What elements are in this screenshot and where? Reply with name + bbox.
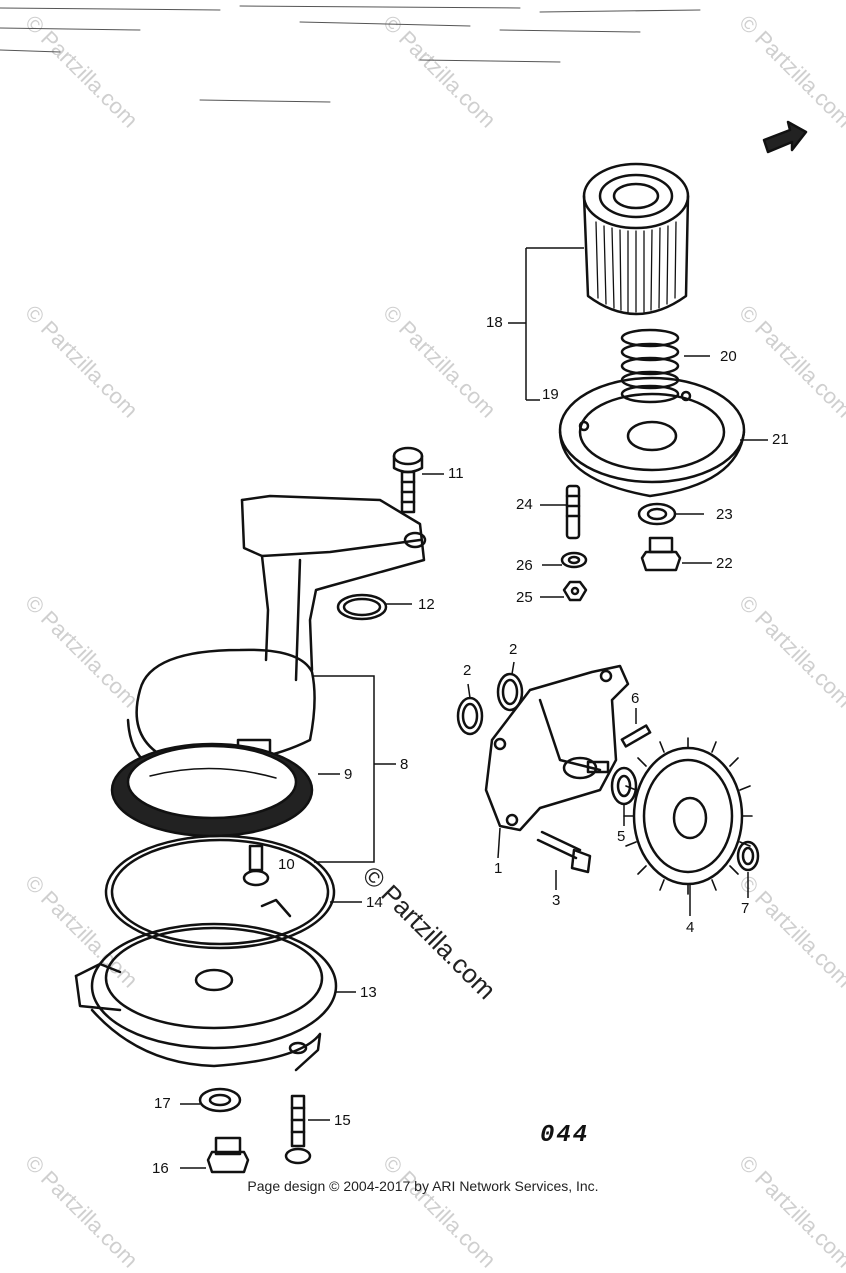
oil-pump-gear	[623, 737, 753, 895]
callout-25[interactable]: 25	[516, 589, 533, 606]
callout-10[interactable]: 10	[278, 856, 295, 873]
callout-17[interactable]: 17	[154, 1095, 171, 1112]
parts-diagram: © Partzilla.com © Partzilla.com © Partzi…	[0, 5, 846, 1273]
gasket-23	[637, 502, 677, 526]
o-ring-2b	[496, 672, 524, 712]
stud-bolt	[565, 484, 581, 540]
oil-strainer	[126, 494, 427, 772]
oil-pump-body	[484, 664, 630, 832]
o-ring-2a	[456, 696, 484, 736]
footer-credit: Page design © 2004-2017 by ARI Network S…	[247, 1178, 599, 1194]
callout-13[interactable]: 13	[360, 984, 377, 1001]
callout-1[interactable]: 1	[494, 860, 503, 877]
callout-22[interactable]: 22	[716, 555, 733, 572]
callout-24[interactable]: 24	[516, 496, 533, 513]
oil-filter-cap	[558, 376, 746, 498]
sump-cover	[74, 922, 338, 1072]
callout-15[interactable]: 15	[334, 1112, 351, 1129]
screw-10	[242, 844, 270, 887]
plug-22	[640, 536, 682, 572]
o-ring-14	[104, 834, 336, 950]
callout-2-right[interactable]: 2	[509, 641, 518, 658]
callout-23[interactable]: 23	[716, 506, 733, 523]
callout-9[interactable]: 9	[344, 766, 353, 783]
callout-2-left[interactable]: 2	[463, 662, 472, 679]
washer-17	[198, 1087, 242, 1113]
callout-18[interactable]: 18	[486, 314, 503, 331]
callout-11[interactable]: 11	[448, 465, 464, 482]
callout-6[interactable]: 6	[631, 690, 640, 707]
o-ring-12	[336, 593, 388, 621]
nut-25	[562, 580, 588, 602]
diagram-code: 044	[540, 1122, 590, 1149]
callout-8[interactable]: 8	[400, 756, 409, 773]
filter-spring	[620, 328, 680, 404]
strainer-screen	[110, 742, 314, 838]
callout-7[interactable]: 7	[741, 900, 750, 917]
exploded-view-drawing	[0, 5, 808, 1174]
callout-16[interactable]: 16	[152, 1160, 169, 1177]
bolt-11	[392, 446, 424, 514]
callout-12[interactable]: 12	[418, 596, 435, 613]
callout-20[interactable]: 20	[720, 348, 737, 365]
plug-16	[206, 1136, 250, 1174]
callout-3[interactable]: 3	[552, 892, 561, 909]
circlip-7	[736, 840, 760, 872]
bolt-3	[536, 830, 592, 874]
washer-5	[610, 766, 638, 806]
leader-lines	[180, 247, 768, 1169]
callout-14[interactable]: 14	[366, 894, 383, 911]
callout-19[interactable]: 19	[542, 386, 559, 403]
washer-26	[560, 551, 588, 569]
callout-4[interactable]: 4	[686, 919, 695, 936]
callout-5[interactable]: 5	[617, 828, 626, 845]
bolt-15	[284, 1094, 312, 1165]
callout-21[interactable]: 21	[772, 431, 789, 448]
scan-noise	[0, 5, 701, 103]
oil-filter-element	[582, 162, 690, 316]
front-arrow-icon	[762, 120, 808, 154]
pin-6	[620, 724, 652, 748]
callout-26[interactable]: 26	[516, 557, 533, 574]
